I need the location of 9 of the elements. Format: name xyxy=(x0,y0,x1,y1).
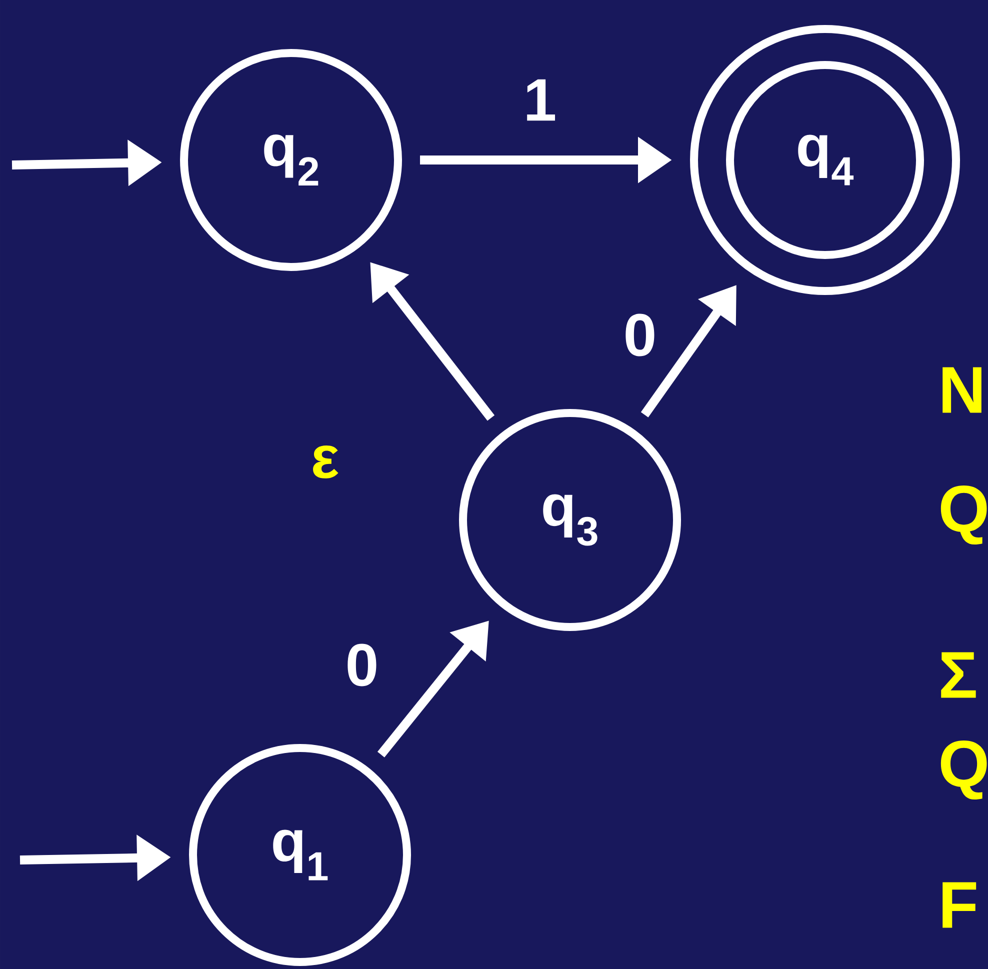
symbol-label: F xyxy=(942,882,976,928)
edge-label: 0 xyxy=(348,644,376,686)
symbol-label: Q xyxy=(940,740,987,800)
edge-label: 0 xyxy=(626,314,654,356)
edge-label: ε xyxy=(313,446,338,478)
symbol-label: Q xyxy=(940,485,987,545)
edge-label: 1 xyxy=(527,79,556,121)
symbol-label: N xyxy=(942,367,982,413)
symbol-label: Σ xyxy=(941,652,976,698)
